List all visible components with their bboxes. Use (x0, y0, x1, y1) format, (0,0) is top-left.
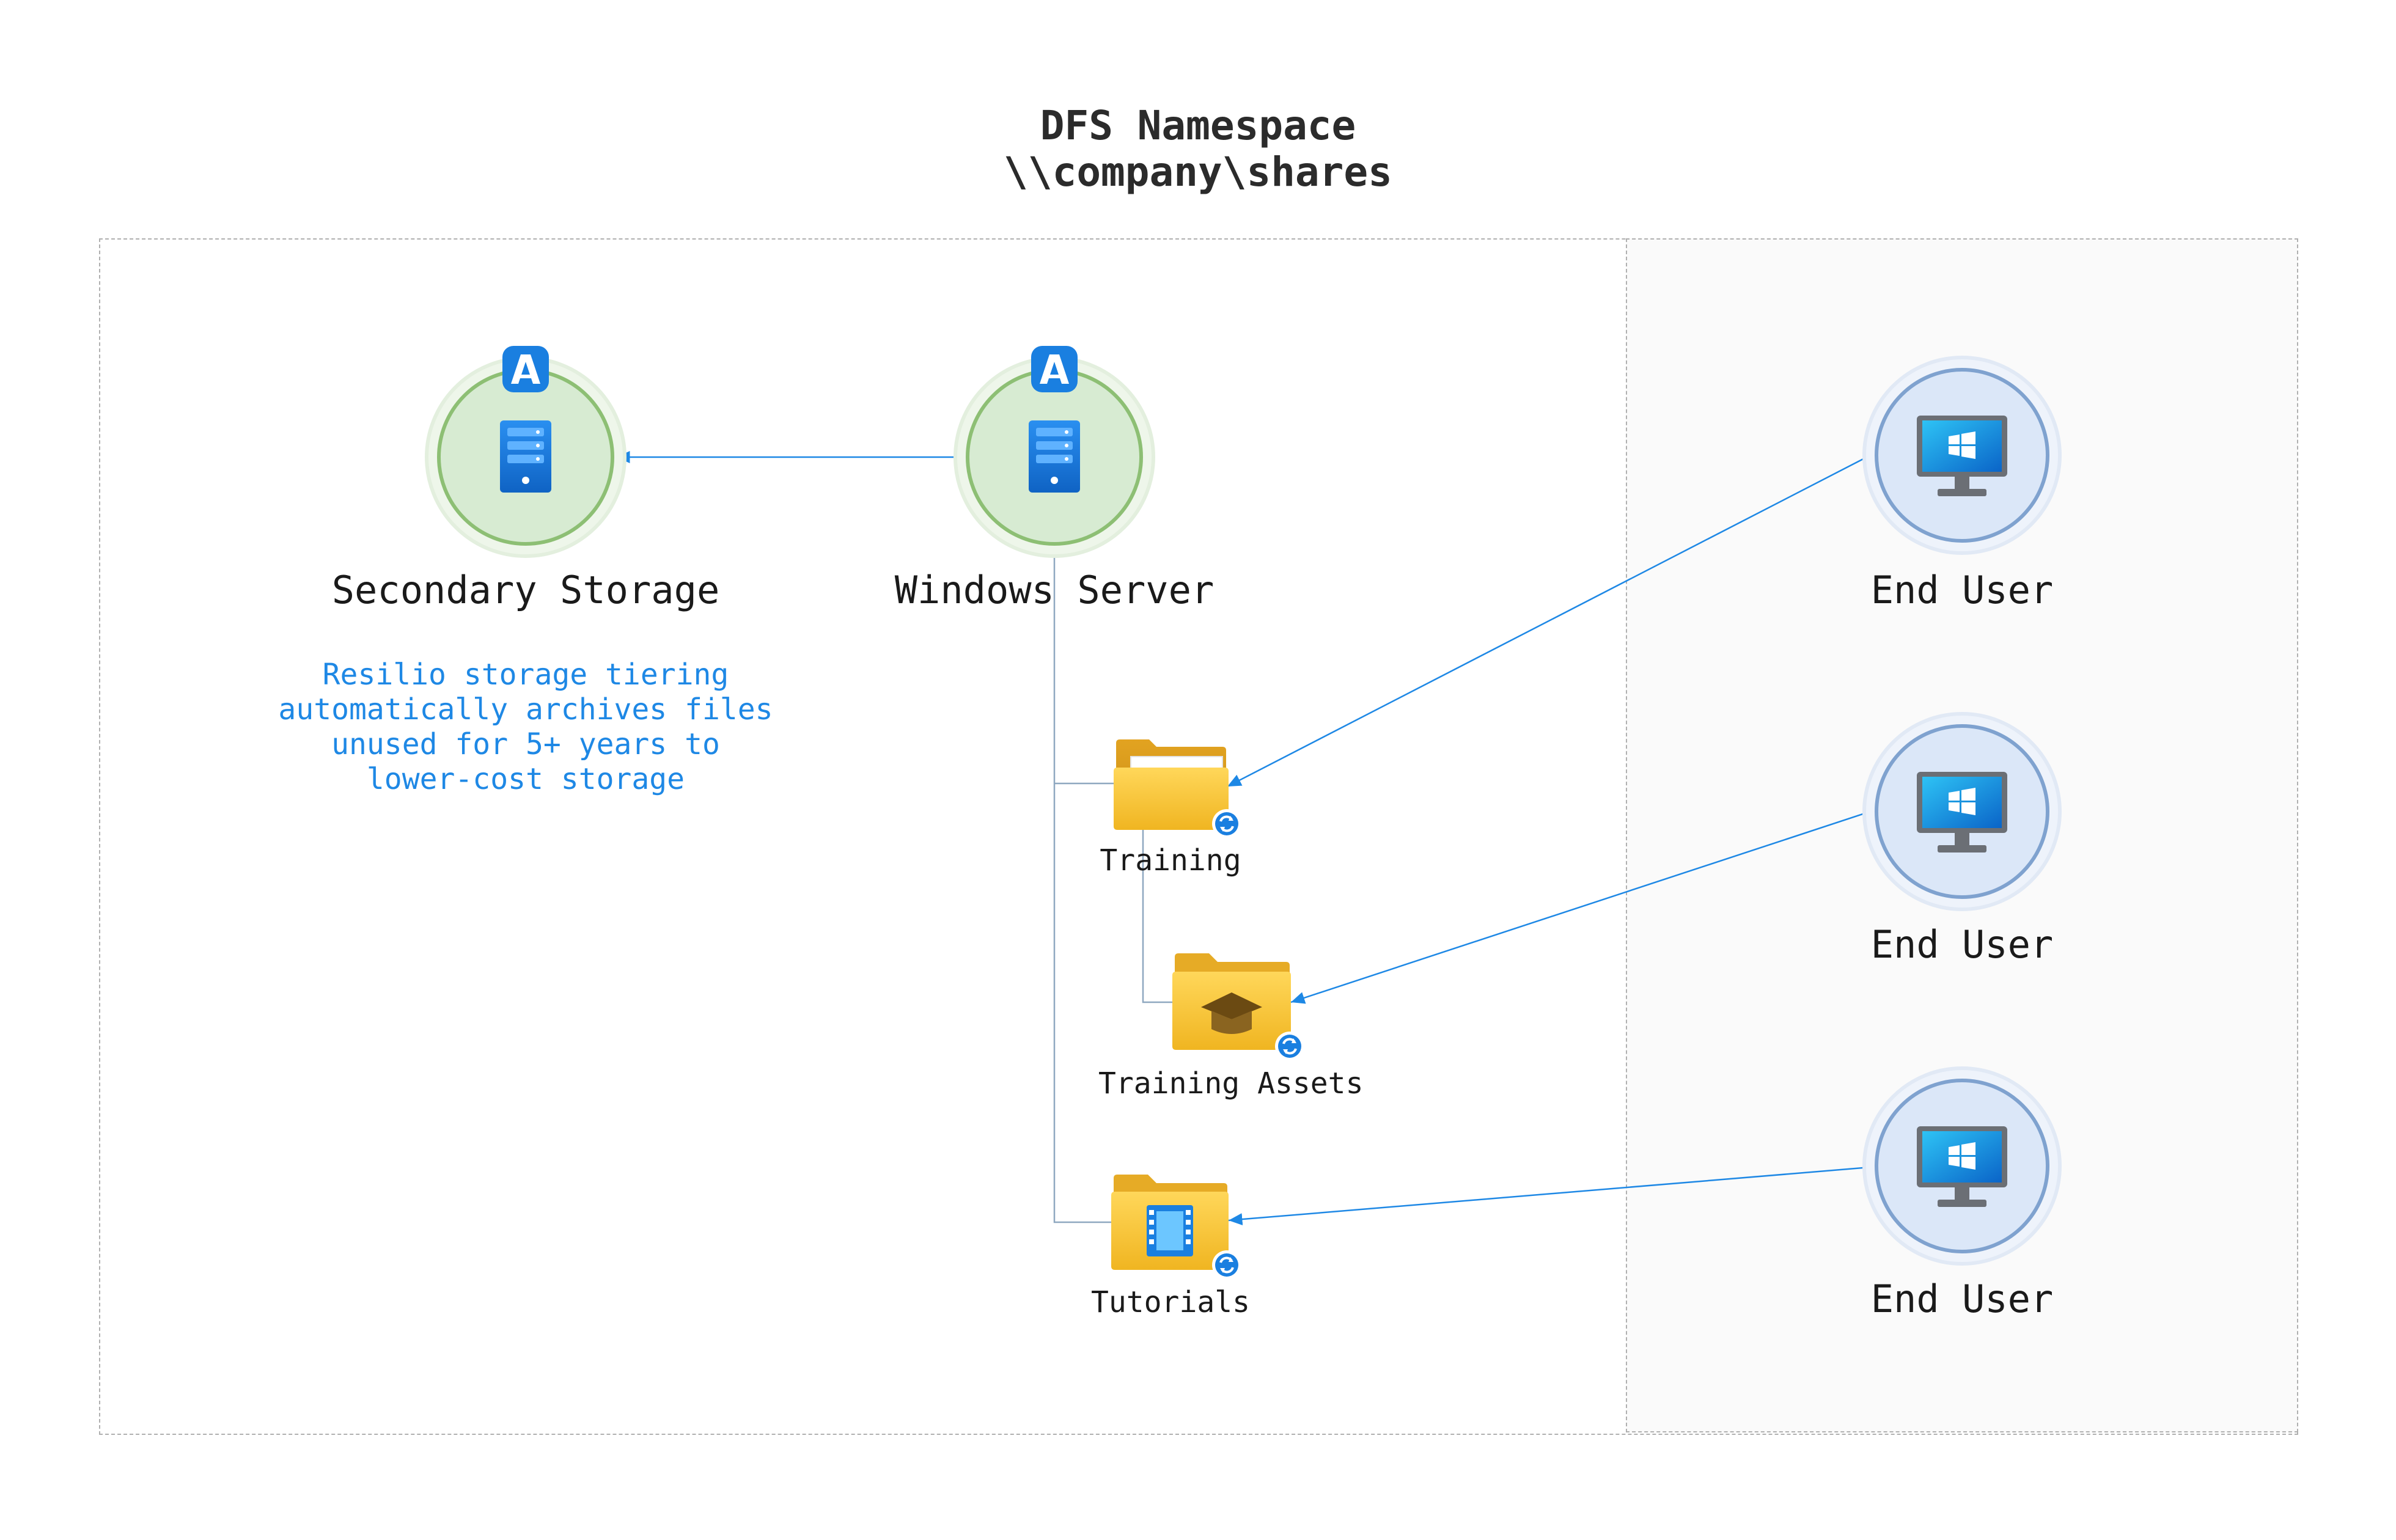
tree-connectors (1053, 550, 1174, 1223)
note-line: unused for 5+ years to (331, 727, 720, 761)
windows-server-node[interactable] (954, 346, 1155, 558)
arrow-user2-to-training-assets (1290, 810, 1871, 1004)
folder-tutorials-label: Tutorials (1090, 1285, 1251, 1319)
connector-arrows (616, 451, 1871, 1226)
tree-line-training-assets (1142, 825, 1174, 1003)
note-line: lower-cost storage (366, 762, 685, 796)
end-user-node[interactable] (1862, 1066, 2062, 1266)
note-line: Resilio storage tiering (322, 658, 729, 692)
end-user-label: End User (1870, 922, 2054, 967)
sync-icon (1275, 1032, 1304, 1061)
sync-icon (1212, 1250, 1241, 1280)
note-line: automatically archives files (278, 692, 773, 727)
server-icon (500, 420, 551, 493)
folder-training-label: Training (1100, 843, 1241, 878)
end-user-node[interactable] (1862, 712, 2062, 911)
arrow-user3-to-tutorials (1228, 1166, 1871, 1226)
folder-tutorials[interactable] (1111, 1175, 1241, 1280)
resilio-logo-icon (1031, 346, 1078, 392)
folder-training-assets[interactable] (1172, 953, 1304, 1061)
diagram-title: DFS Namespace (1040, 102, 1356, 149)
tree-line-main (1053, 550, 1119, 1223)
server-icon (1029, 420, 1080, 493)
arrow-user1-to-training (1227, 454, 1871, 788)
storage-tiering-note: Resilio storage tiering automatically ar… (220, 658, 831, 797)
folder-training-assets-label: Training Assets (1098, 1066, 1364, 1101)
end-user-node[interactable] (1862, 356, 2062, 555)
secondary-storage-node[interactable] (425, 346, 627, 558)
resilio-logo-icon (502, 346, 549, 392)
folder-documents-icon (1114, 739, 1229, 830)
diagram-subtitle-path: \\company\shares (1004, 148, 1392, 196)
folder-training[interactable] (1114, 739, 1241, 838)
folder-video-icon (1111, 1175, 1229, 1270)
folder-graduation-cap-icon (1172, 953, 1291, 1050)
sync-icon (1212, 809, 1241, 838)
windows-monitor-icon (1917, 416, 2007, 496)
end-user-label: End User (1870, 1277, 2054, 1321)
windows-monitor-icon (1917, 1126, 2007, 1207)
end-user-label: End User (1870, 568, 2054, 612)
windows-monitor-icon (1917, 772, 2007, 853)
windows-server-label: Windows Server (894, 568, 1215, 612)
secondary-storage-label: Secondary Storage (331, 568, 720, 612)
